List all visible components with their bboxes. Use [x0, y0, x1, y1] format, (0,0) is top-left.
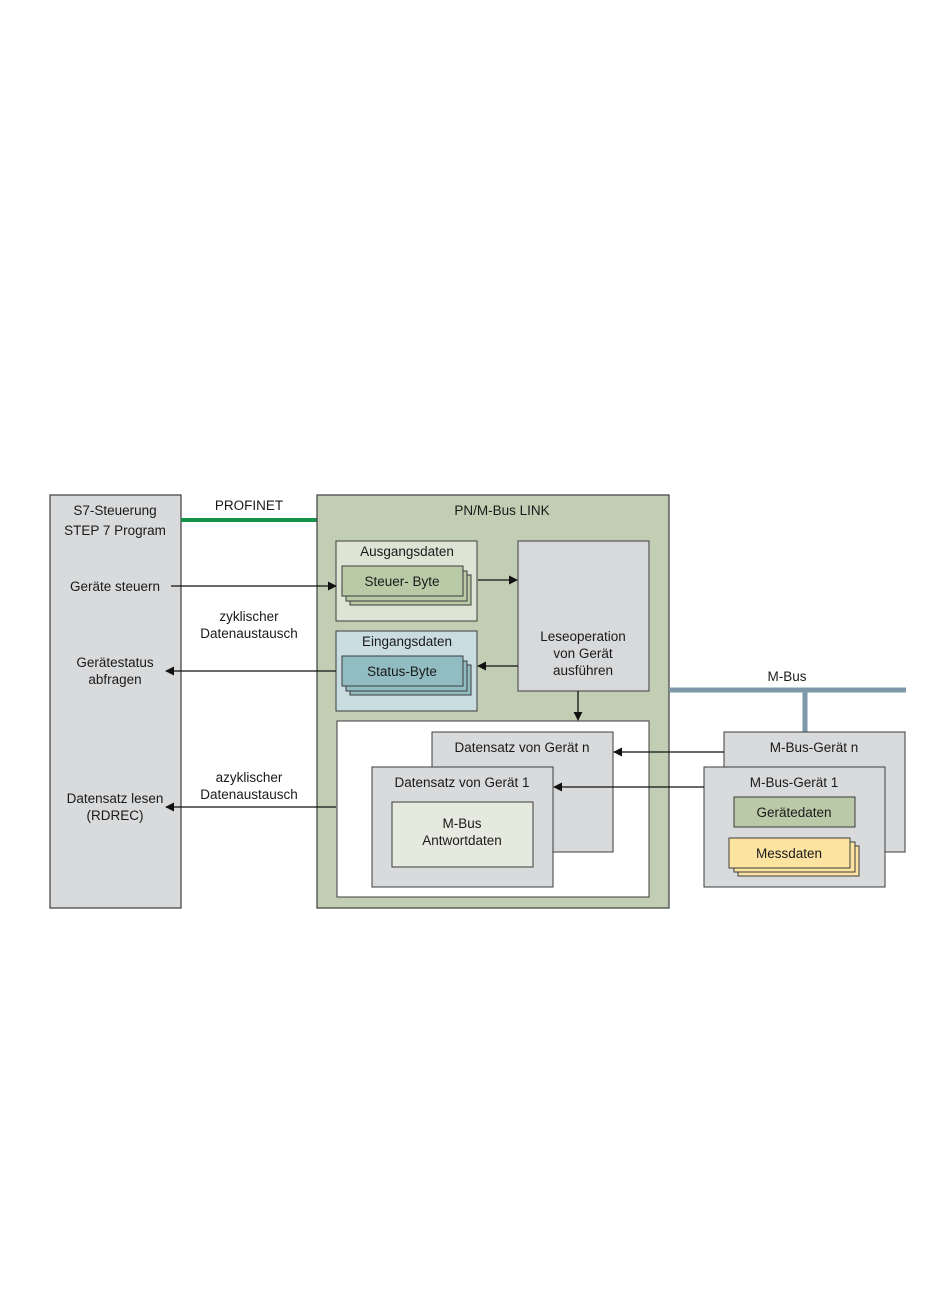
acyclic-exchange-line2: Datenaustausch [200, 787, 298, 802]
control-byte-label: Steuer- Byte [364, 574, 439, 589]
output-data-title: Ausgangsdaten [360, 544, 454, 559]
mbus-device-1-label: M-Bus-Gerät 1 [750, 775, 839, 790]
cyclic-exchange-line2: Datenaustausch [200, 626, 298, 641]
link-title: PN/M-Bus LINK [454, 503, 549, 518]
dataset-device-1-label: Datensatz von Gerät 1 [394, 775, 529, 790]
status-byte-box [341, 655, 464, 687]
controller-item-read-line1: Datensatz lesen [67, 791, 164, 806]
acyclic-exchange-line1: azyklischer [216, 770, 283, 785]
measured-data-box [728, 837, 851, 869]
mbus-label: M-Bus [767, 669, 806, 684]
controller-item-status-line2: abfragen [88, 672, 141, 687]
controller-title-line2: STEP 7 Program [64, 523, 166, 538]
profinet-label: PROFINET [215, 498, 283, 513]
measured-data-label: Messdaten [756, 846, 822, 861]
mbus-reply-line2: Antwortdaten [422, 833, 502, 848]
mbus-reply-data-box [391, 801, 534, 868]
read-operation-box [517, 540, 650, 692]
controller-box [49, 494, 182, 909]
read-operation-line3: ausführen [553, 663, 613, 678]
cyclic-exchange-line1: zyklischer [219, 609, 279, 624]
device-data-label: Gerätedaten [756, 805, 831, 820]
read-operation-line2: von Gerät [553, 646, 613, 661]
controller-item-read-line2: (RDREC) [87, 808, 144, 823]
controller-item-control: Geräte steuern [70, 579, 160, 594]
control-byte-box [341, 565, 464, 597]
read-operation-line1: Leseoperation [540, 629, 626, 644]
input-data-title: Eingangsdaten [362, 634, 452, 649]
status-byte-label: Status-Byte [367, 664, 437, 679]
mbus-device-n-label: M-Bus-Gerät n [770, 740, 859, 755]
device-data-box [733, 796, 856, 828]
mbus-reply-line1: M-Bus [442, 816, 481, 831]
controller-item-status-line1: Gerätestatus [76, 655, 154, 670]
controller-title-line1: S7-Steuerung [73, 503, 156, 518]
dataset-device-n-label: Datensatz von Gerät n [454, 740, 589, 755]
